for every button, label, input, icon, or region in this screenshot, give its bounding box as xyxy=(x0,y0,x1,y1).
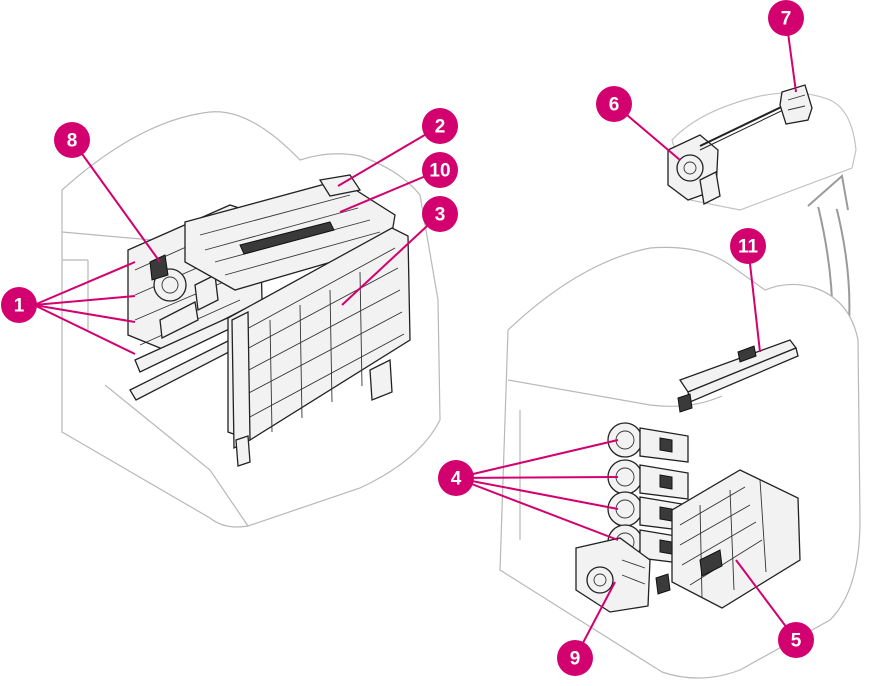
callout-6: 6 xyxy=(596,86,632,122)
callout-3-label: 3 xyxy=(435,205,446,226)
callout-1-label: 1 xyxy=(14,296,25,317)
callout-11: 11 xyxy=(730,228,766,264)
callout-5: 5 xyxy=(778,622,814,658)
callout-8-label: 8 xyxy=(67,131,78,152)
callout-11-label: 11 xyxy=(738,237,759,258)
callout-7: 7 xyxy=(768,0,804,36)
callout-4: 4 xyxy=(438,460,474,496)
right-printer-outline xyxy=(500,247,860,678)
callout-8: 8 xyxy=(54,122,90,158)
callout-7-label: 7 xyxy=(781,9,792,30)
callout-3: 3 xyxy=(422,196,458,232)
callout-9-label: 9 xyxy=(570,649,581,670)
callout-2-label: 2 xyxy=(435,117,446,138)
callout-10: 10 xyxy=(422,152,458,188)
callout-9: 9 xyxy=(557,640,593,676)
callout-10-label: 10 xyxy=(429,161,450,182)
callout-1: 1 xyxy=(1,287,37,323)
callout-5-label: 5 xyxy=(791,631,802,652)
callout-4-label: 4 xyxy=(451,469,462,490)
callout-2: 2 xyxy=(422,108,458,144)
callout-6-label: 6 xyxy=(609,95,620,116)
